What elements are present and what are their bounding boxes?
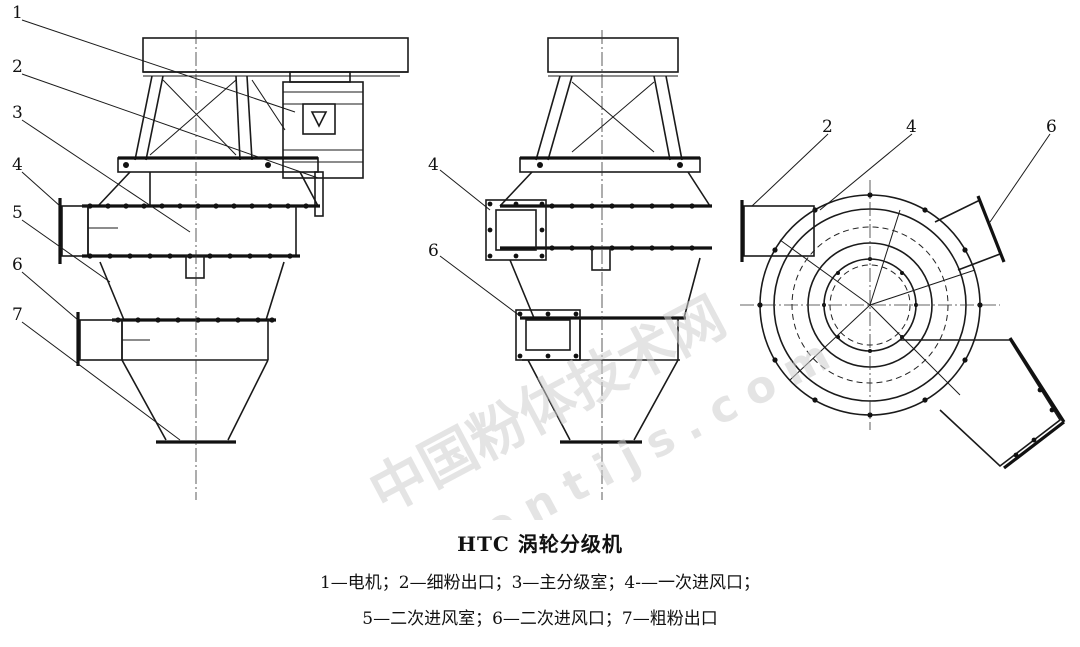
callout-3: 3 <box>12 103 23 123</box>
side-elevation-view <box>485 30 712 500</box>
flange-bolts-secondary <box>115 317 275 323</box>
legend-line-2: 5—二次进风室；6—二次进风口；7—粗粉出口 <box>362 609 718 629</box>
legend-line-1: 1—电机；2—细粉出口；3—主分级室；4-—一次进风口； <box>319 573 760 593</box>
front-elevation-view <box>58 30 409 500</box>
callout-1: 1 <box>12 3 23 23</box>
motor <box>282 71 364 179</box>
callout-plan-2: 2 <box>822 117 833 137</box>
plan-view <box>740 180 1066 470</box>
plan-bolt-circle <box>757 192 983 418</box>
callout-5: 5 <box>12 203 23 223</box>
callout-6: 6 <box>12 255 23 275</box>
callout-2: 2 <box>12 57 23 77</box>
side-flange-bolts <box>549 203 695 251</box>
callout-7: 7 <box>12 305 23 325</box>
callout-plan-4: 4 <box>906 117 917 137</box>
callout-mid-4: 4 <box>428 155 439 175</box>
flange-bolts-lower <box>87 253 293 259</box>
callout-leaders <box>21 19 1051 441</box>
classifier-drawing: 1 2 3 4 5 6 7 4 6 2 4 6 中国粉体技术网 fentijs.… <box>12 3 1066 520</box>
callout-plan-6: 6 <box>1046 117 1057 137</box>
callout-mid-6: 6 <box>428 241 439 261</box>
callout-labels: 1 2 3 4 5 6 7 4 6 2 4 6 <box>12 3 1057 325</box>
callout-4: 4 <box>12 155 23 175</box>
figure-title: HTC 涡轮分级机 <box>457 532 623 556</box>
